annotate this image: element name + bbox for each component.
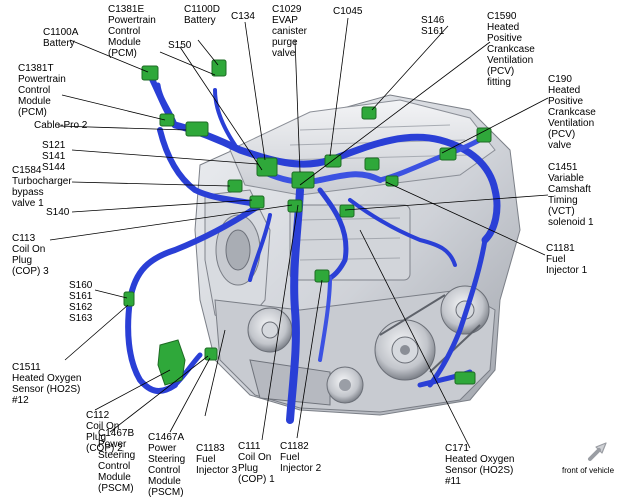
label-c113: C113 Coil On Plug (COP) 3 <box>12 233 49 277</box>
label-c1584: C1584 Turbocharger bypass valve 1 <box>12 165 72 209</box>
label-c1100d: C1100D Battery <box>184 4 220 26</box>
label-c1100a: C1100A Battery <box>43 27 79 49</box>
label-c111: C111 Coil On Plug (COP) 1 <box>238 441 275 485</box>
label-c1381t: C1381T Powertrain Control Module (PCM) <box>18 63 66 118</box>
label-s146: S146 S161 <box>421 15 445 37</box>
label-c1467b: C1467B Power Steering Control Module (PS… <box>98 428 136 494</box>
label-s121: S121 S141 S144 <box>42 140 66 173</box>
front-of-vehicle-arrow-icon <box>588 442 607 461</box>
label-c1467a: C1467A Power Steering Control Module (PS… <box>148 432 186 498</box>
label-c112: C112 Coil On Plug (COP) 2 <box>86 410 123 454</box>
connectors <box>123 59 492 386</box>
label-s160: S160 S161 S162 S163 <box>69 280 93 324</box>
label-c1451: C1451 Variable Camshaft Timing (VCT) sol… <box>548 162 594 228</box>
label-s140: S140 <box>46 207 70 218</box>
label-c134: C134 <box>231 11 255 22</box>
label-c190: C190 Heated Positive Crankcase Ventilati… <box>548 74 596 151</box>
label-c1045: C1045 <box>333 6 363 17</box>
leader-lines <box>49 17 549 449</box>
pulleys <box>247 285 490 404</box>
label-c1183: C1183 Fuel Injector 3 <box>196 443 238 476</box>
label-c1381e: C1381E Powertrain Control Module (PCM) <box>108 4 156 59</box>
label-c1590: C1590 Heated Positive Crankcase Ventilat… <box>487 11 535 88</box>
label-c171: C171 Heated Oxygen Sensor (HO2S) #11 <box>445 443 515 487</box>
label-s150: S150 <box>168 40 192 51</box>
label-c1029: C1029 EVAP canister purge valve <box>272 4 308 59</box>
wiring-harness <box>125 72 501 424</box>
front-of-vehicle-label: front of vehicle <box>562 466 615 475</box>
label-cable-pro-2: Cable-Pro 2 <box>34 120 88 131</box>
label-c1511: C1511 Heated Oxygen Sensor (HO2S) #12 <box>12 362 82 406</box>
label-c1181: C1181 Fuel Injector 1 <box>546 243 588 276</box>
label-c1182: C1182 Fuel Injector 2 <box>280 441 322 474</box>
